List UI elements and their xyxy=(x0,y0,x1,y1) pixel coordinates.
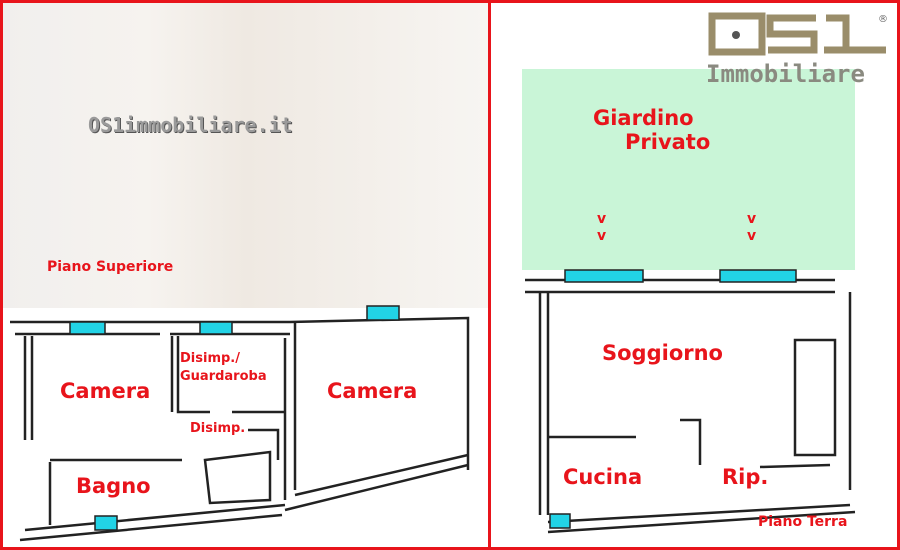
svg-text:®: ® xyxy=(878,14,888,25)
room-photo-background xyxy=(3,3,488,308)
room-label-bagno: Bagno xyxy=(76,474,151,498)
room-label-rip: Rip. xyxy=(722,465,769,489)
os1-immobiliare-logo: Immobiliare ® xyxy=(706,10,891,88)
room-label-disimp-guardaroba-2: Guardaroba xyxy=(180,369,267,384)
room-label-disimp-guardaroba-1: Disimp./ xyxy=(180,351,240,366)
walls xyxy=(10,278,856,542)
garden-area xyxy=(522,69,855,270)
room-label-disimp: Disimp. xyxy=(190,421,246,436)
svg-text:Immobiliare: Immobiliare xyxy=(706,60,865,88)
room-label-cucina: Cucina xyxy=(563,465,643,489)
room-label-soggiorno: Soggiorno xyxy=(602,341,723,365)
upper-floor-title: Piano Superiore xyxy=(47,259,174,275)
room-label-camera-right: Camera xyxy=(327,379,418,403)
room-label-camera-left: Camera xyxy=(60,379,151,403)
panel-divider xyxy=(488,0,491,550)
windows xyxy=(69,269,797,531)
watermark: OS1immobiliare.it xyxy=(88,113,293,137)
ground-floor-title: Piano Terra xyxy=(758,514,848,530)
garden-label-line2: Privato xyxy=(625,130,711,154)
garden-label-line1: Giardino xyxy=(593,106,694,130)
